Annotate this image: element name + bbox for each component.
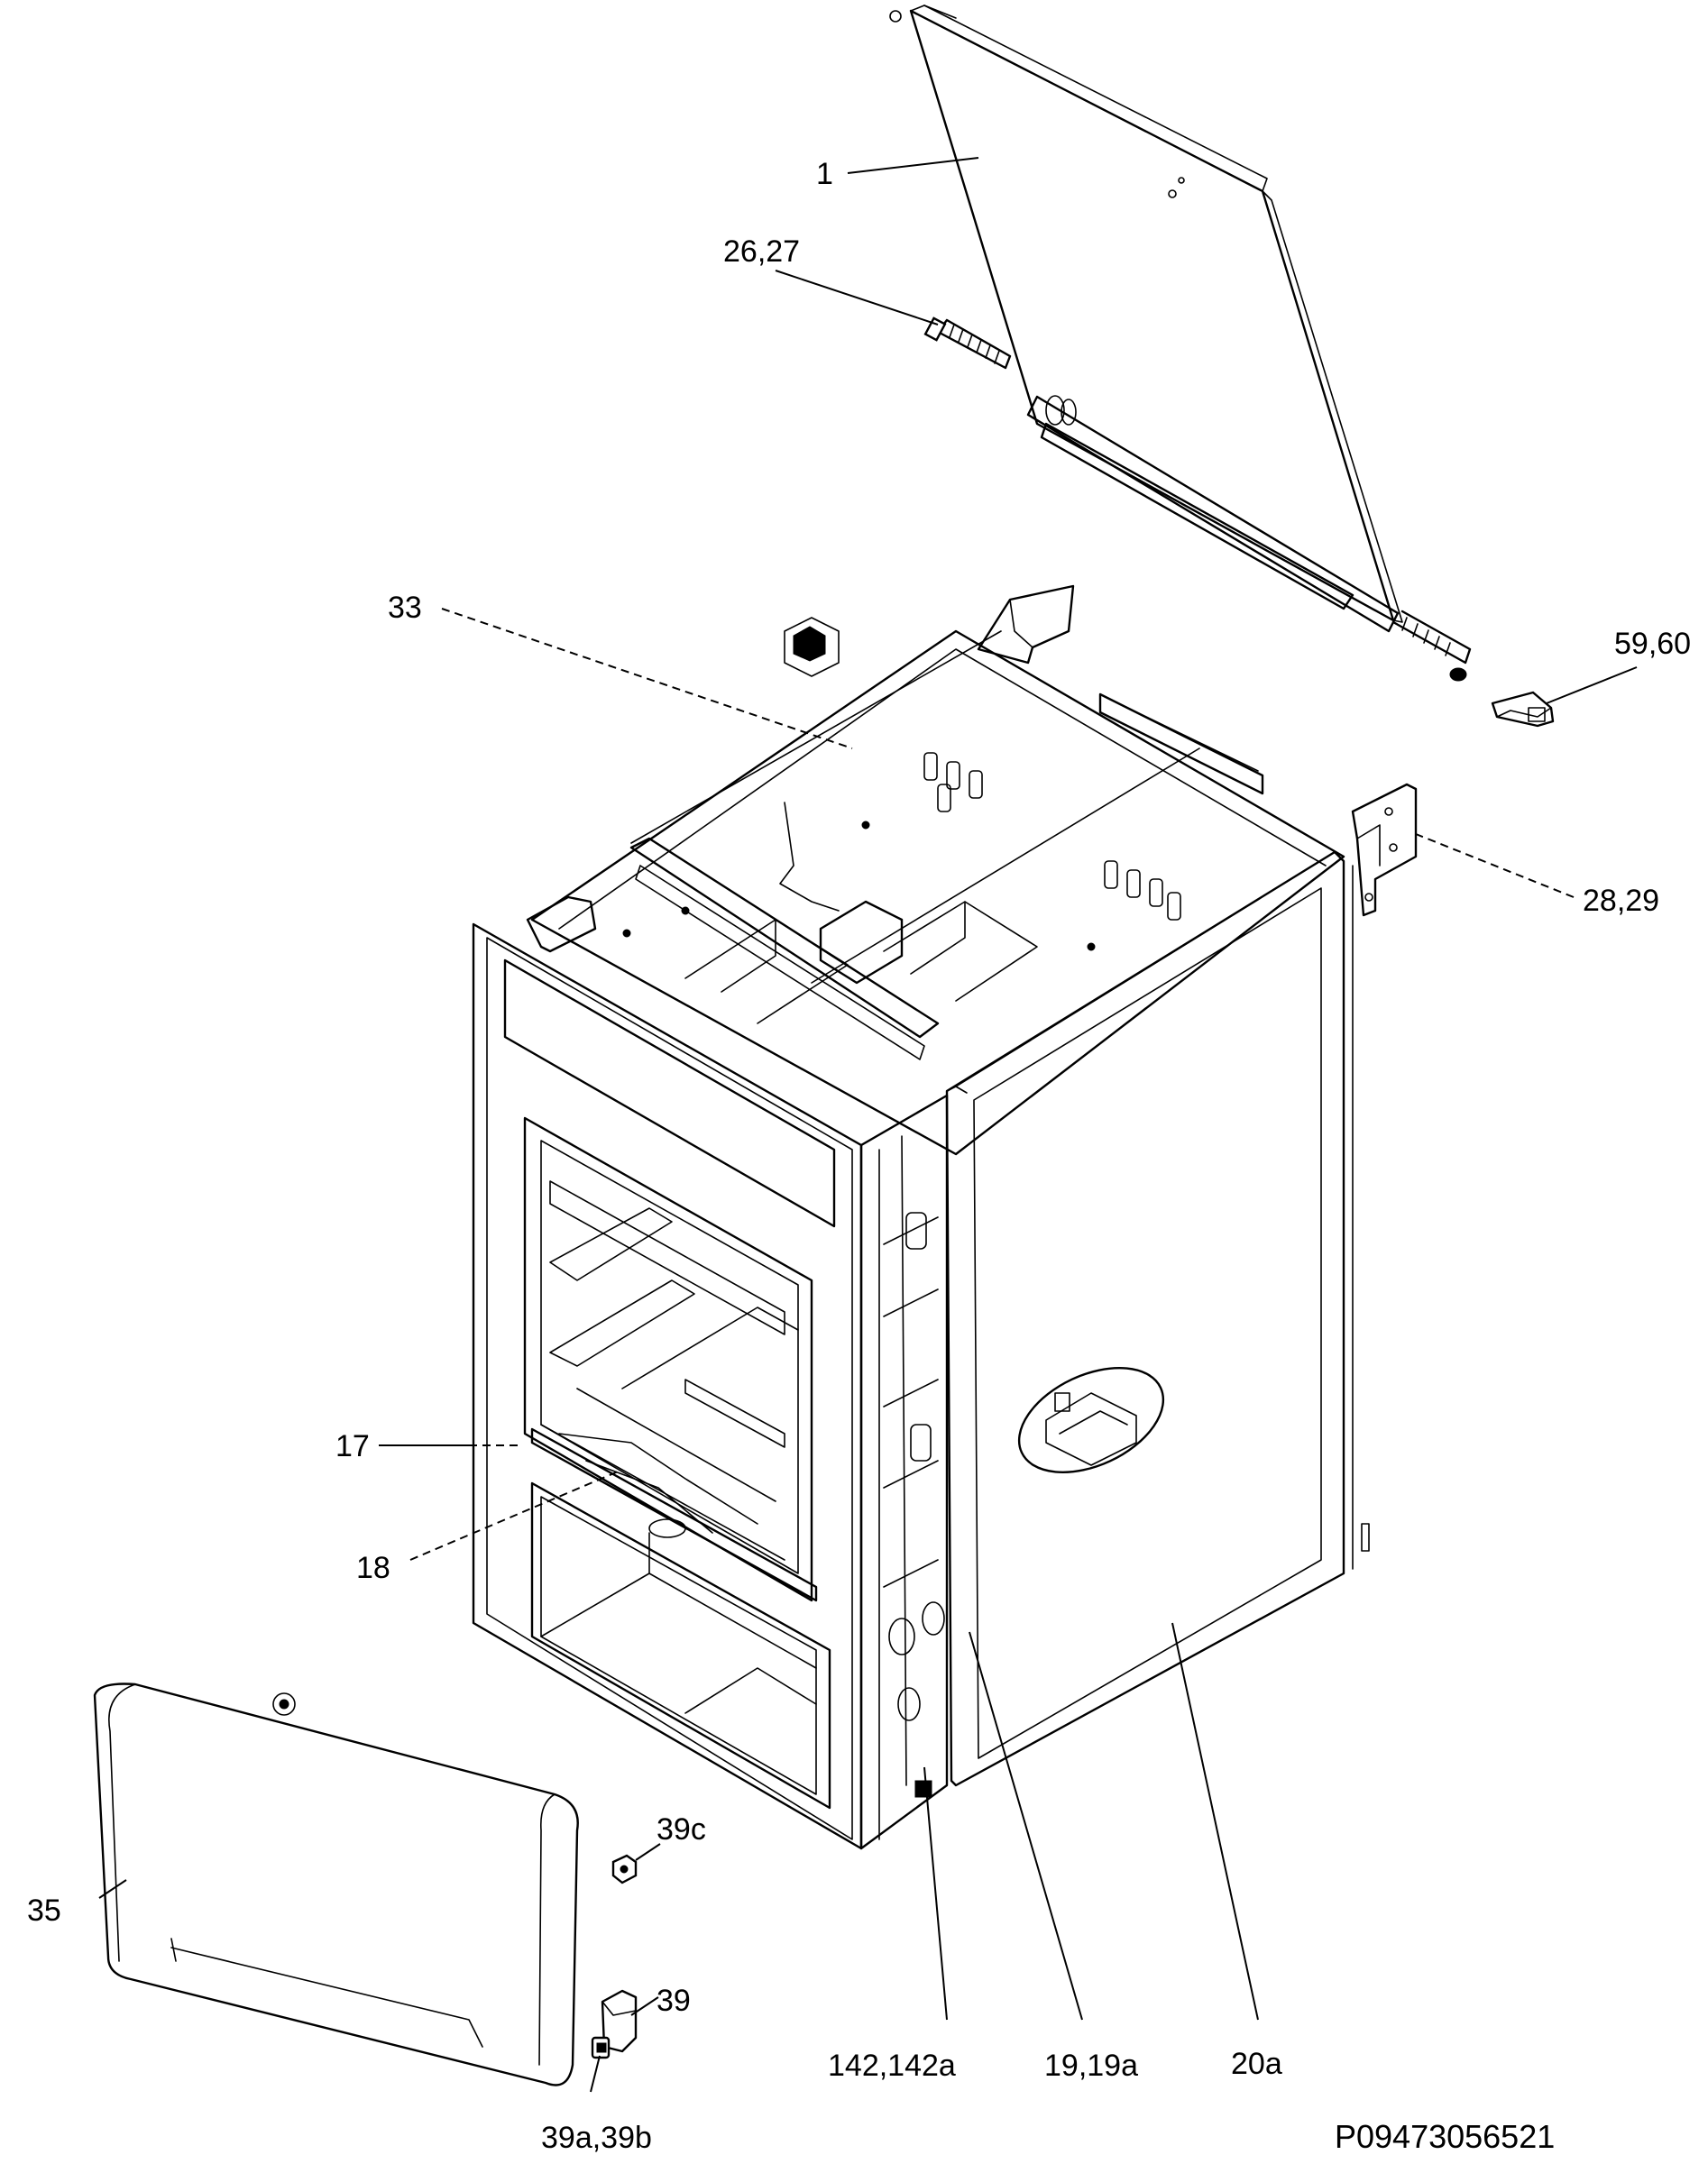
callout-17: 17 [335,1429,370,1463]
clip-part-59-60 [1491,691,1555,728]
hinge-pin-part-26-27 [923,316,1012,370]
callout-39: 39 [657,1984,691,2018]
callout-59-60: 59,60 [1614,627,1691,661]
callout-20a: 20a [1231,2047,1282,2081]
callout-18: 18 [356,1551,390,1585]
callout-35: 35 [27,1894,61,1928]
diagram-code: P09473056521 [1335,2118,1555,2155]
oven-cabinet [472,584,1370,1850]
callout-39c: 39c [657,1812,706,1847]
callout-33: 33 [388,591,422,625]
callout-1: 1 [816,157,833,191]
leader-lines [98,157,1638,2093]
top-panel-part-1 [889,5,1403,633]
bracket-part-28-29 [1351,783,1418,917]
fastener-part-39c [611,1854,638,1884]
callout-28-29: 28,29 [1583,884,1659,918]
callout-19-19a: 19,19a [1044,2049,1138,2083]
callout-39a-39b: 39a,39b [541,2121,652,2155]
callout-labels: 1 26,27 33 59,60 28,29 17 18 39c 35 39 1… [27,157,1691,2155]
drawer-front-part-35 [93,1683,579,2086]
callout-142-142a: 142,142a [828,2049,956,2083]
hinge-pin-right-icon [1391,610,1472,682]
callout-26-27: 26,27 [723,234,800,269]
part-39a-39b [591,2036,611,2059]
